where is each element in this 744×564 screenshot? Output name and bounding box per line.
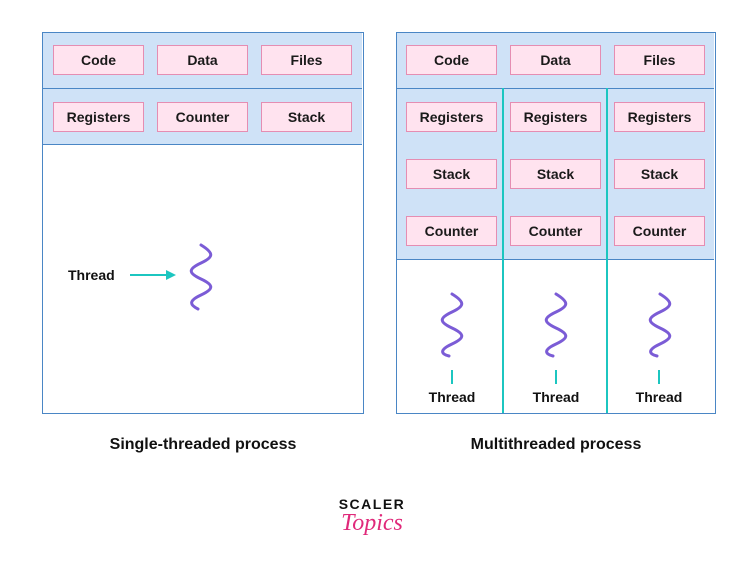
single-counter-cell: Counter (157, 102, 248, 132)
multi-code-cell: Code (406, 45, 497, 75)
wavy-thread-icon (440, 292, 464, 358)
single-code-cell: Code (53, 45, 144, 75)
thread-1-stack-cell: Stack (406, 159, 497, 189)
thread-1-counter-cell: Counter (406, 216, 497, 246)
wavy-thread-icon (189, 243, 213, 311)
thread-3-label: Thread (635, 389, 683, 405)
thread-3-counter-cell: Counter (614, 216, 705, 246)
multi-files-cell: Files (614, 45, 705, 75)
arrow-icon (130, 270, 176, 280)
single-process-frame (42, 32, 364, 414)
single-caption: Single-threaded process (109, 436, 297, 453)
thread-divider (606, 88, 608, 413)
thread-2-registers-cell: Registers (510, 102, 601, 132)
wavy-thread-icon (648, 292, 672, 358)
logo-script: Topics (341, 510, 403, 536)
wavy-thread-icon (544, 292, 568, 358)
single-files-cell: Files (261, 45, 352, 75)
thread-3-stack-cell: Stack (614, 159, 705, 189)
thread-2-counter-cell: Counter (510, 216, 601, 246)
multi-data-cell: Data (510, 45, 601, 75)
scaler-logo: SCALER Topics (322, 496, 422, 554)
single-registers-cell: Registers (53, 102, 144, 132)
logo-wordmark: SCALER (338, 496, 406, 512)
thread-divider (502, 88, 504, 413)
thread-3-registers-cell: Registers (614, 102, 705, 132)
thread-1-registers-cell: Registers (406, 102, 497, 132)
single-data-cell: Data (157, 45, 248, 75)
thread-2-stack-cell: Stack (510, 159, 601, 189)
thread-2-label: Thread (532, 389, 580, 405)
arrow-icon (451, 370, 453, 384)
single-thread-label: Thread (68, 267, 115, 283)
arrow-icon (555, 370, 557, 384)
multi-caption: Multithreaded process (470, 436, 642, 453)
single-stack-cell: Stack (261, 102, 352, 132)
arrow-icon (658, 370, 660, 384)
thread-1-label: Thread (428, 389, 476, 405)
